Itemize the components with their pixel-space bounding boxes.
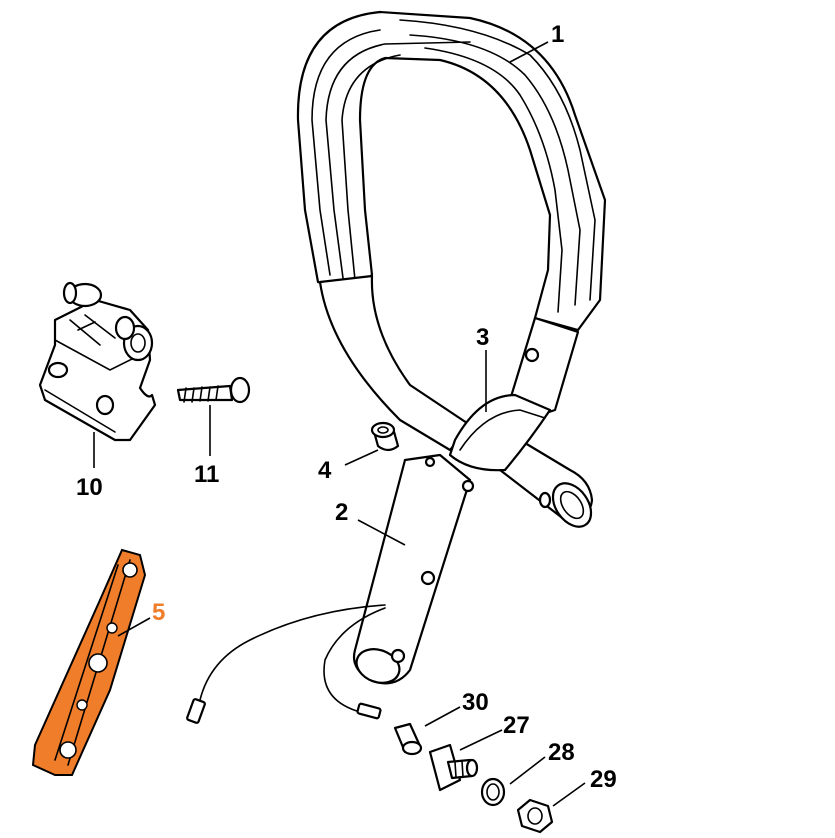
leader-30	[424, 706, 461, 727]
leader-4	[344, 449, 379, 466]
leader-2	[357, 519, 406, 546]
cable-fitting[interactable]	[428, 743, 479, 792]
leader-27	[459, 729, 503, 751]
callout-5: 5	[152, 599, 165, 626]
leader-lines	[93, 41, 586, 807]
guard-plate[interactable]	[31, 548, 147, 776]
callout-3: 3	[476, 324, 489, 351]
hex-nut[interactable]	[516, 798, 554, 834]
handle-bracket[interactable]	[38, 281, 157, 442]
leader-29	[552, 782, 586, 807]
leader-28	[509, 756, 546, 785]
callout-labels: 1 3 4 2 10 11 5 30 27 28 29	[76, 21, 617, 793]
bushing-30[interactable]	[393, 722, 423, 756]
callout-28: 28	[548, 739, 575, 766]
callout-1: 1	[551, 21, 564, 48]
throttle-cable	[186, 604, 386, 724]
handle-bar[interactable]	[296, 10, 607, 689]
leader-1	[509, 41, 549, 63]
callout-4: 4	[318, 457, 332, 484]
callout-30: 30	[462, 689, 489, 716]
callout-29: 29	[590, 766, 617, 793]
callout-27: 27	[503, 712, 530, 739]
screw[interactable]	[176, 376, 251, 404]
callout-10: 10	[76, 474, 103, 501]
washer[interactable]	[480, 777, 506, 807]
callout-11: 11	[194, 461, 219, 488]
callout-2: 2	[335, 499, 348, 526]
sleeve-clamp[interactable]	[448, 393, 552, 472]
spacer-bushing[interactable]	[370, 421, 400, 452]
leader-5	[117, 617, 151, 637]
